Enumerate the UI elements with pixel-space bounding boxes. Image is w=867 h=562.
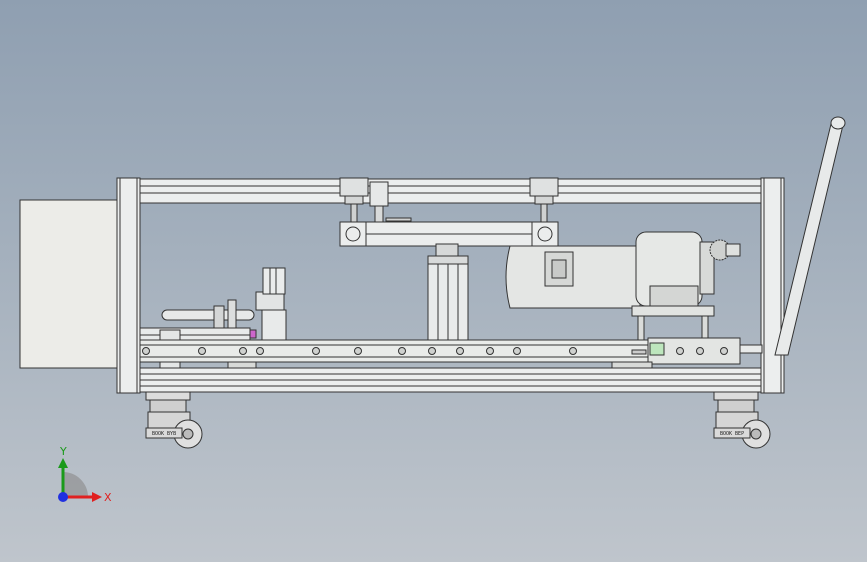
rail-holes — [142, 347, 728, 355]
rail-hole — [513, 347, 521, 355]
vertical-actuator[interactable] — [427, 255, 469, 343]
coordinate-triad: Y X — [58, 445, 112, 504]
rail-hole — [142, 347, 150, 355]
rail-hole — [486, 347, 494, 355]
aluminum-frame[interactable] — [116, 177, 785, 394]
caster-right[interactable]: BOOK BEP — [713, 391, 771, 449]
caster-left-label: BOOK BYB — [152, 431, 176, 437]
rail-hole — [198, 347, 206, 355]
rail-hole — [398, 347, 406, 355]
rail-hole — [696, 347, 704, 355]
rail-hole — [720, 347, 728, 355]
rail-hole — [676, 347, 684, 355]
upper-beam-assembly[interactable] — [339, 177, 559, 259]
drive-motor[interactable] — [505, 231, 741, 343]
rail-hole — [312, 347, 320, 355]
push-handle[interactable] — [739, 116, 846, 356]
rail-hole — [428, 347, 436, 355]
control-box[interactable] — [19, 199, 119, 369]
caster-right-label: BOOK BEP — [720, 431, 744, 437]
caster-left[interactable]: BOOK BYB — [145, 391, 203, 449]
rail-hole — [456, 347, 464, 355]
x-axis-label: X — [104, 491, 112, 504]
z-axis-dot — [58, 492, 68, 502]
rail-hole — [354, 347, 362, 355]
rail-hole — [239, 347, 247, 355]
lower-guide-rail[interactable] — [139, 337, 741, 369]
rail-hole — [569, 347, 577, 355]
rail-hole — [256, 347, 264, 355]
y-axis-label: Y — [59, 445, 67, 458]
